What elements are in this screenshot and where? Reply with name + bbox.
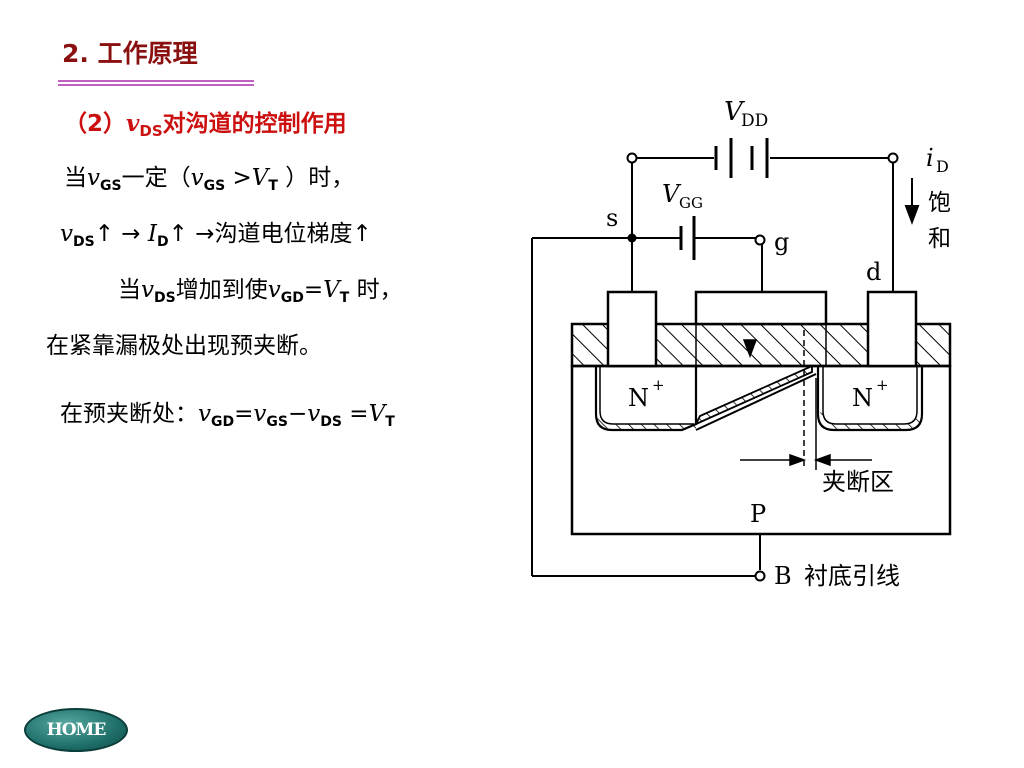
l5-b: = xyxy=(234,401,254,427)
vdd-label-sub: DD xyxy=(741,111,768,131)
subheading-text: 对沟道的控制作用 xyxy=(162,111,347,137)
l5-s3: DS xyxy=(320,414,342,430)
id-arrow xyxy=(904,178,920,225)
l1-v1: v xyxy=(87,165,100,191)
b-label: B xyxy=(774,562,792,590)
text-line-5: 在预夹断处：vGD=vGS−vDS =VT xyxy=(60,394,395,430)
l5-s4: T xyxy=(385,414,395,430)
vgg-circuit xyxy=(632,216,763,292)
drain-contact xyxy=(866,290,918,368)
l2-b: ↑ →沟道电位梯度↑ xyxy=(168,221,372,247)
gate-metal xyxy=(694,290,828,326)
l2-s1: DS xyxy=(73,234,95,250)
text-line-4: 在紧靠漏极处出现预夹断。 xyxy=(46,326,322,360)
source-label: s xyxy=(606,204,618,232)
l1-s2: GS xyxy=(203,178,226,194)
subheading: （2）vDS对沟道的控制作用 xyxy=(64,104,347,140)
l1-s3: T xyxy=(268,178,278,194)
id-label-i: i xyxy=(926,144,934,172)
n-plus-drain-sup: + xyxy=(876,376,889,394)
l3-d: 时， xyxy=(349,277,403,303)
saturation-label-2: 和 xyxy=(928,226,951,252)
saturation-label-1: 饱 xyxy=(928,190,951,216)
terminal-vdd-right xyxy=(887,152,899,164)
text-line-1: 当vGS一定（vGS >VT ）时， xyxy=(64,158,354,194)
l1-a: 当 xyxy=(64,165,87,191)
l1-v3: V xyxy=(251,165,269,191)
l2-a: ↑ → xyxy=(94,221,148,247)
text-line-2: vDS↑ → ID↑ →沟道电位梯度↑ xyxy=(60,214,372,250)
subheading-prefix: （2） xyxy=(64,111,127,137)
p-substrate-label: P xyxy=(750,500,766,528)
l5-a: 在预夹断处： xyxy=(60,401,198,427)
pinchoff-markers xyxy=(740,330,872,470)
l3-v2: v xyxy=(267,277,281,303)
terminal-substrate xyxy=(754,570,766,582)
l1-c: > xyxy=(225,165,252,191)
terminal-gate xyxy=(754,234,766,246)
l5-s1: GD xyxy=(211,414,235,430)
vgg-label-sub: GG xyxy=(679,194,703,212)
subheading-sub: DS xyxy=(139,122,163,140)
text-line-3: 当vDS增加到使vGD=VT 时， xyxy=(118,270,403,306)
vgg-label-v: V xyxy=(662,180,682,208)
title-underline xyxy=(58,80,254,88)
gate-label: g xyxy=(774,228,789,256)
l5-v4: V xyxy=(368,401,386,427)
l3-v1: v xyxy=(141,277,154,303)
l1-s1: GS xyxy=(100,178,122,194)
terminal-vdd-left xyxy=(626,152,638,164)
channel-wedge xyxy=(694,364,813,426)
l1-d: ）时， xyxy=(277,165,355,191)
l3-c: = xyxy=(303,277,324,303)
l3-s2: GD xyxy=(280,290,304,306)
l3-s1: DS xyxy=(154,290,176,306)
drain-label: d xyxy=(866,258,881,286)
l5-v2: v xyxy=(253,401,267,427)
substrate-lead xyxy=(531,237,761,577)
vdd-circuit xyxy=(631,138,894,292)
subheading-var: v xyxy=(126,110,140,137)
l3-v3: V xyxy=(323,277,340,303)
l5-s2: GS xyxy=(266,414,288,430)
source-contact xyxy=(606,290,658,368)
title-number: 2. xyxy=(62,39,89,68)
l1-v2: v xyxy=(190,165,204,191)
home-button[interactable]: HOME xyxy=(24,708,128,752)
n-plus-source-sup: + xyxy=(652,376,665,394)
pinchoff-label: 夹断区 xyxy=(822,468,894,496)
page-title: 2. 工作原理 xyxy=(62,34,198,70)
l5-v1: v xyxy=(198,401,211,427)
l2-s2: D xyxy=(156,234,169,250)
l2-v1: v xyxy=(60,221,73,247)
vdd-label-v: V xyxy=(724,97,745,127)
l4-a: 在紧靠漏极处出现预夹断。 xyxy=(46,333,322,359)
l3-s3: T xyxy=(339,290,350,306)
title-text: 工作原理 xyxy=(97,39,198,68)
home-button-label: HOME xyxy=(46,720,107,740)
l2-v2: I xyxy=(147,221,157,247)
gate-region-lines xyxy=(695,324,827,366)
n-plus-source-label: N xyxy=(628,384,649,412)
id-label-sub: D xyxy=(936,157,949,176)
n-plus-drain-label: N xyxy=(852,384,873,412)
l5-c: − xyxy=(287,401,308,427)
l3-a: 当 xyxy=(118,277,141,303)
l5-d: = xyxy=(341,401,369,427)
l5-v3: v xyxy=(307,401,321,427)
l3-b: 增加到使 xyxy=(175,277,268,303)
l1-b: 一定（ xyxy=(121,165,191,191)
substrate-lead-label: 衬底引线 xyxy=(804,562,900,590)
